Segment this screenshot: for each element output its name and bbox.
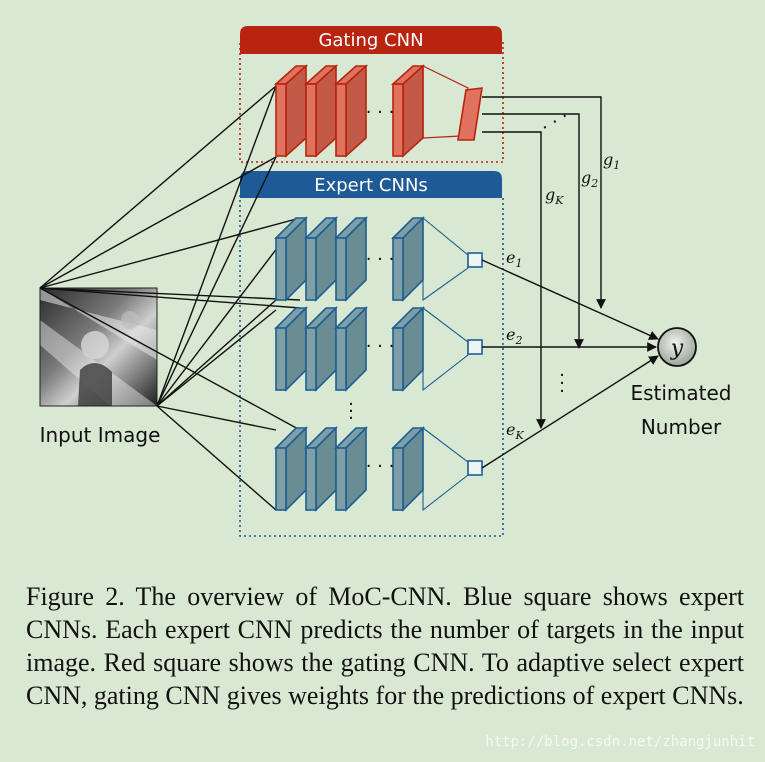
expert-rows-ellipsis-1: .	[348, 389, 354, 410]
input-image	[39, 287, 158, 407]
weight-label-gK: gK	[545, 185, 564, 207]
gating-weights-ellipsis: · · ·	[538, 106, 573, 138]
expert-k-output-node	[467, 460, 483, 476]
expert-cnn-1	[274, 216, 483, 302]
gating-cnn-layers	[273, 64, 483, 158]
expert-output-label-eK: eK	[506, 420, 524, 442]
input-connections	[39, 85, 301, 511]
weight-label-g1: g1	[603, 150, 620, 172]
gating-layer-1	[273, 64, 309, 158]
expert-k-ellipsis: · · ·	[366, 456, 395, 477]
watermark: http://blog.csdn.net/zhangjunhit	[485, 734, 755, 750]
expert-2-ellipsis: · · ·	[366, 336, 395, 357]
expert-cnn-k	[274, 426, 483, 512]
gating-weight-lines	[482, 96, 606, 429]
expert-rows-ellipsis-3: .	[348, 403, 354, 424]
output-ellipsis-2: .	[559, 368, 565, 389]
expert-to-output-arrows	[481, 259, 659, 469]
gating-layer-4	[390, 64, 426, 158]
output-ellipsis-3: .	[559, 376, 565, 397]
gating-cnn-panel: Gating CNN	[239, 26, 504, 163]
expert-output-label-e2: e2	[506, 325, 522, 347]
expert-cnns-panel: Expert CNNs	[239, 171, 504, 537]
figure-caption: Figure 2. The overview of MoC-CNN. Blue …	[26, 582, 744, 710]
gating-layer-3	[333, 64, 369, 158]
output-node: y	[657, 327, 697, 367]
expert-output-label-e1: e1	[506, 248, 522, 270]
output-label-line2: Number	[641, 415, 722, 439]
weight-label-g2: g2	[581, 168, 598, 190]
gating-output-vector	[457, 87, 483, 141]
expert-cnns-header	[240, 171, 502, 198]
gating-layer-2	[303, 64, 339, 158]
expert-1-ellipsis: · · ·	[366, 249, 395, 270]
moc-cnn-diagram: Gating CNN Expert CNNs Input Image	[39, 26, 732, 537]
output-label-line1: Estimated	[630, 381, 731, 405]
gating-cnn-title: Gating CNN	[318, 30, 423, 51]
gating-cnn-header	[240, 26, 502, 54]
input-image-label: Input Image	[40, 423, 161, 447]
expert-cnns-title: Expert CNNs	[314, 175, 428, 196]
expert-2-output-node	[467, 339, 483, 355]
output-ellipsis-1: .	[559, 360, 565, 381]
expert-rows-ellipsis-2: .	[348, 396, 354, 417]
expert-1-output-node	[467, 252, 483, 268]
gating-ellipsis: · · ·	[366, 102, 395, 123]
expert-cnn-2	[274, 306, 483, 392]
output-symbol: y	[670, 336, 684, 361]
